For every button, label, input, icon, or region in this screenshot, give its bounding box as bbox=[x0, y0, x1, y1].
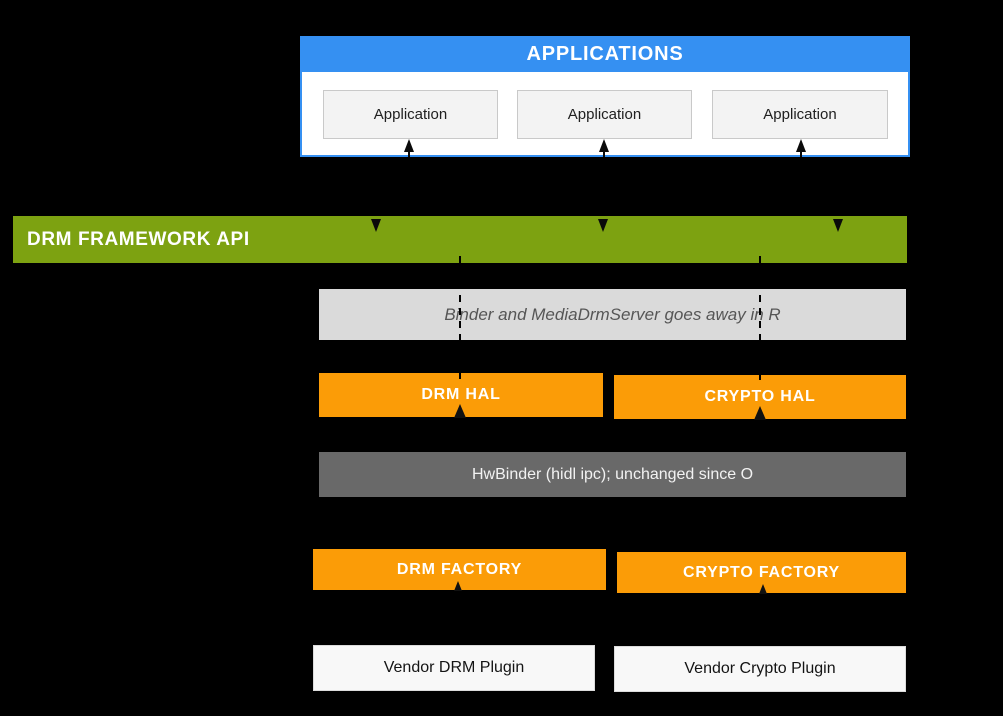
binder-note-box: Binder and MediaDrmServer goes away in R bbox=[319, 289, 906, 340]
drm-framework-api-label: DRM FRAMEWORK API bbox=[27, 228, 250, 250]
arrow-up-icon bbox=[404, 139, 414, 152]
arrow-up-icon bbox=[759, 584, 767, 594]
vendor-crypto-plugin-box: Vendor Crypto Plugin bbox=[614, 646, 906, 692]
vendor-drm-plugin-box: Vendor DRM Plugin bbox=[313, 645, 595, 691]
arrow-up-icon bbox=[754, 406, 766, 420]
arrow-up-icon bbox=[454, 404, 466, 418]
arrow-stem bbox=[800, 151, 802, 157]
hwbinder-box: HwBinder (hidl ipc); unchanged since O bbox=[319, 452, 906, 497]
arrow-stem bbox=[408, 151, 410, 157]
dashed-connector-left bbox=[459, 256, 461, 379]
applications-header: APPLICATIONS bbox=[300, 36, 910, 72]
arrow-down-icon bbox=[833, 219, 843, 232]
arrow-up-icon bbox=[796, 139, 806, 152]
application-box-1: Application bbox=[323, 90, 498, 139]
crypto-factory-box: CRYPTO FACTORY bbox=[617, 552, 906, 593]
dashed-connector-right bbox=[759, 256, 761, 381]
application-box-3: Application bbox=[712, 90, 888, 139]
drm-framework-api-bar: DRM FRAMEWORK API bbox=[13, 216, 907, 263]
arrow-down-icon bbox=[598, 219, 608, 232]
arrow-stem bbox=[603, 151, 605, 157]
application-box-2: Application bbox=[517, 90, 692, 139]
arrow-up-icon bbox=[454, 581, 462, 591]
arrow-down-icon bbox=[371, 219, 381, 232]
arrow-up-icon bbox=[599, 139, 609, 152]
